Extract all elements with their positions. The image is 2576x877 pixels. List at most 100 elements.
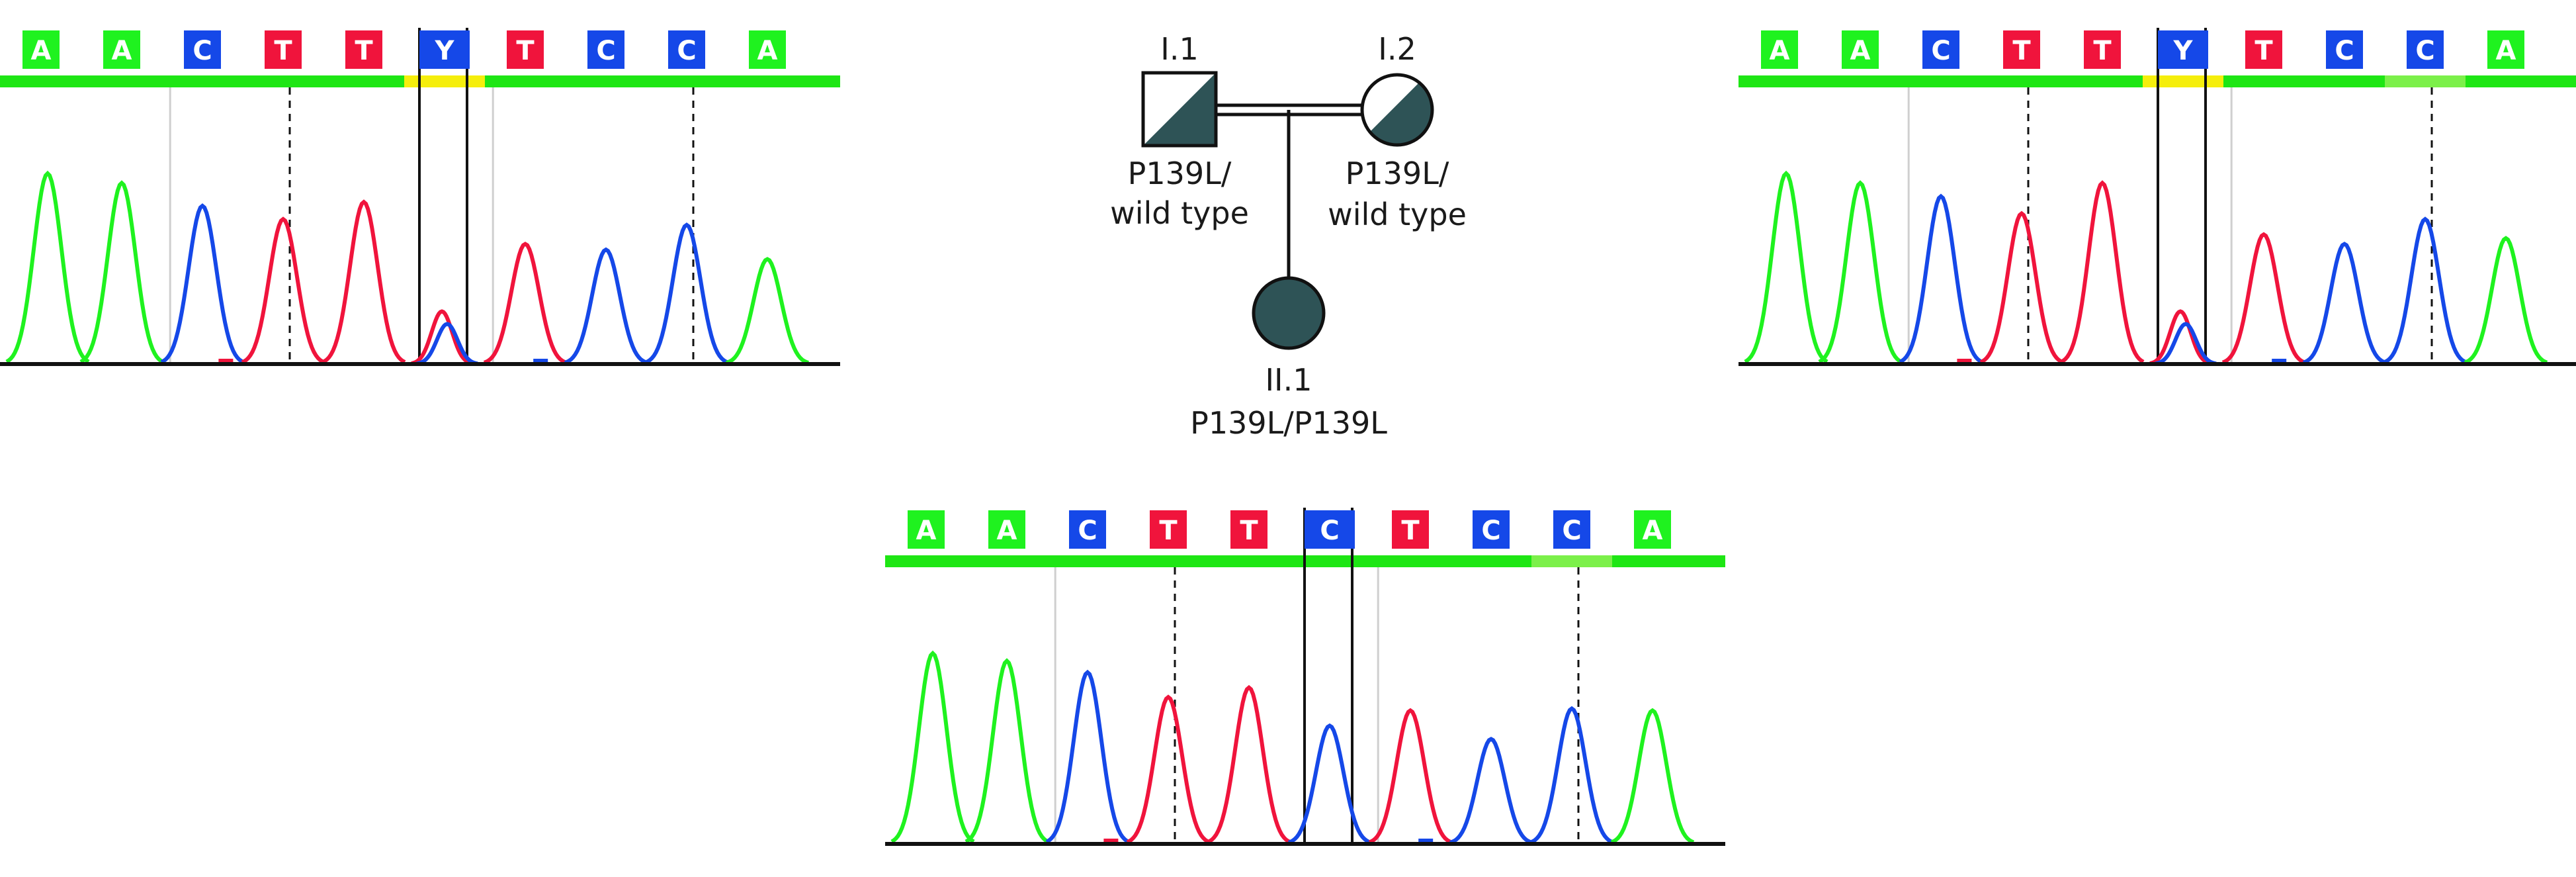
trace-peak [483, 242, 568, 365]
base-call-label: A [997, 516, 1017, 546]
base-call-box [345, 30, 382, 69]
quality-bar-segment [485, 75, 566, 87]
child-label: II.1 [1265, 362, 1312, 398]
base-call-label: A [31, 36, 52, 66]
base-call-label: C [193, 36, 212, 66]
base-call-box [2407, 30, 2444, 69]
quality-bar-segment [566, 75, 646, 87]
baseline-noise [1418, 839, 1434, 843]
base-call-box [2084, 30, 2121, 69]
trace-peak [2302, 242, 2387, 365]
base-call-box [1150, 510, 1187, 549]
mother-label: I.2 [1378, 31, 1416, 67]
quality-bar-segment [404, 75, 485, 87]
quality-bar-segment [2223, 75, 2304, 87]
trace-peak [2155, 322, 2217, 366]
quality-bar-segment [2062, 75, 2143, 87]
base-call-box [1761, 30, 1798, 69]
base-call-box [507, 30, 544, 69]
quality-bar-segment [1128, 555, 1209, 567]
quality-bar-segment [323, 75, 404, 87]
quality-bar-segment [1901, 75, 1981, 87]
mother-symbol [1360, 73, 1434, 147]
base-call-box [103, 30, 140, 69]
base-call-label: C [677, 36, 696, 66]
base-call-box [988, 510, 1025, 549]
baseline-noise [1103, 839, 1119, 843]
base-call-box [2487, 30, 2524, 69]
quality-bar-segment [1981, 75, 2062, 87]
trace-peak [5, 170, 90, 364]
quality-bar-segment [727, 75, 840, 87]
quality-bar-segment [0, 75, 81, 87]
base-call-label: C [2415, 36, 2434, 66]
quality-bar-segment [162, 75, 243, 87]
base-call-box [908, 510, 945, 549]
base-call-label: C [1320, 516, 1339, 546]
mother-genotype-line1: P139L/ [1346, 156, 1449, 191]
trace-peak [1287, 723, 1372, 845]
base-call-label: Y [435, 36, 455, 66]
base-call-label: A [1770, 36, 1790, 66]
quality-bar-segment [1370, 555, 1451, 567]
base-call-box [1922, 30, 1959, 69]
trace-peak [1979, 210, 2064, 364]
base-call-box [2003, 30, 2040, 69]
base-call-label: T [1240, 516, 1258, 546]
base-call-label: C [1562, 516, 1581, 546]
base-call-label: A [112, 36, 132, 66]
base-call-label: T [274, 36, 292, 66]
quality-bar-segment [1289, 555, 1370, 567]
base-call-label: T [1401, 516, 1420, 546]
father-label: I.1 [1160, 31, 1198, 67]
base-call-box [2326, 30, 2363, 69]
trace-peak [416, 322, 478, 366]
base-call-box [1069, 510, 1106, 549]
trace-peak [1207, 684, 1291, 844]
base-call-label: T [2093, 36, 2112, 66]
baseline-noise [2272, 359, 2287, 363]
quality-bar-segment [2143, 75, 2223, 87]
trace-peak [1368, 708, 1453, 845]
base-call-box [587, 30, 624, 69]
base-call-box [1230, 510, 1267, 549]
quality-bar-segment [1451, 555, 1531, 567]
base-call-box [22, 30, 60, 69]
quality-bar-segment [885, 555, 966, 567]
quality-bar-segment [1739, 75, 1820, 87]
trace-peak [1744, 170, 1828, 364]
pedigree-diagram: I.1 P139L/ wild type I.2 P139L/ wild typ… [1110, 31, 1467, 441]
base-call-box [749, 30, 786, 69]
base-call-label: T [2012, 36, 2031, 66]
trace-peak [79, 180, 164, 364]
base-call-box [419, 30, 470, 69]
trace-peak [644, 222, 729, 365]
trace-peak [1126, 694, 1211, 845]
quality-bar-segment [1612, 555, 1725, 567]
trace-peak [1610, 708, 1695, 845]
trace-peak [1045, 669, 1130, 844]
trace-peak [322, 199, 406, 364]
base-call-box [1553, 510, 1590, 549]
quality-bar-segment [966, 555, 1047, 567]
trace-peak [1529, 706, 1614, 845]
base-call-label: C [2335, 36, 2354, 66]
base-call-box [1305, 510, 1355, 549]
baseline-noise [1957, 359, 1972, 363]
base-call-label: C [1931, 36, 1950, 66]
base-call-box [1634, 510, 1671, 549]
quality-bar-segment [81, 75, 162, 87]
father-symbol [1141, 71, 1218, 148]
base-call-label: C [1481, 516, 1500, 546]
trace-peak [241, 216, 325, 365]
trace-peak [2464, 236, 2548, 365]
mother-genotype-line2: wild type [1328, 197, 1467, 232]
child-symbol [1252, 276, 1326, 350]
base-call-label: A [1850, 36, 1871, 66]
baseline-noise [218, 359, 234, 363]
base-call-label: A [916, 516, 937, 546]
trace-peak [890, 650, 975, 844]
base-call-label: T [516, 36, 535, 66]
base-call-box [1842, 30, 1879, 69]
